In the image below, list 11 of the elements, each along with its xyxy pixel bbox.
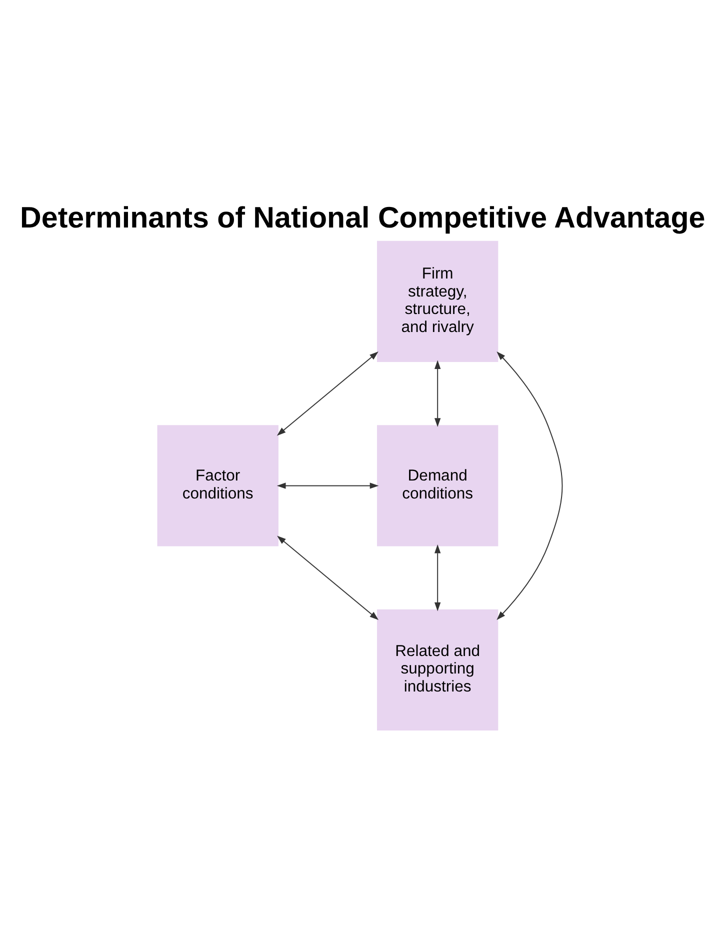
arrow bbox=[277, 536, 379, 620]
arrow bbox=[496, 351, 563, 620]
arrow bbox=[434, 544, 441, 612]
node-box: Related and supporting industries bbox=[376, 609, 498, 731]
node-box: Firm strategy, structure, and rivalry bbox=[376, 240, 498, 362]
arrow bbox=[434, 360, 441, 427]
diagram-title: Determinants of National Competitive Advantage bbox=[20, 202, 706, 235]
arrow bbox=[276, 482, 379, 489]
node-box: Factor conditions bbox=[157, 425, 278, 546]
node-box: Demand conditions bbox=[376, 425, 498, 546]
arrow bbox=[276, 352, 378, 436]
